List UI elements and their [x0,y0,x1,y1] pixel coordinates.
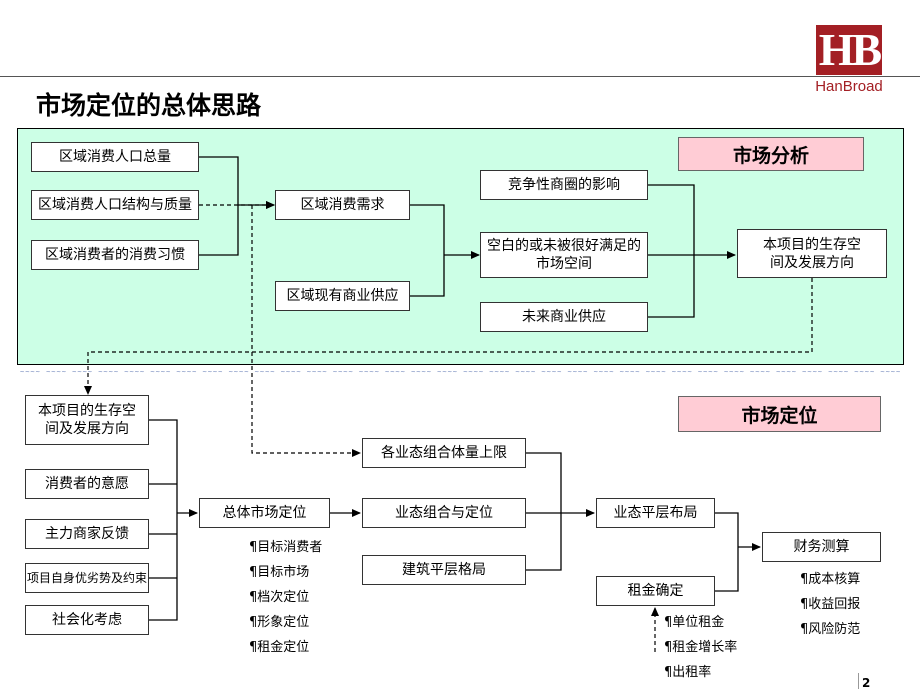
market-analysis-label: 市场分析 [678,137,864,171]
list-item: ¶风险防范 [800,622,861,637]
box-project-advantages: 项目自身优劣势及约束 [25,563,149,593]
list-item: ¶出租率 [664,665,712,680]
box-floor-layout: 业态平层布局 [596,498,715,528]
box-format-mix: 业态组合与定位 [362,498,526,528]
market-positioning-label: 市场定位 [678,396,881,432]
box-future-supply: 未来商业供应 [480,302,648,332]
list-item: ¶目标市场 [249,565,310,580]
list-item: ¶租金增长率 [664,640,738,655]
list-item: ¶租金定位 [249,640,310,655]
box-finance: 财务测算 [762,532,881,562]
list-item: ¶收益回报 [800,597,861,612]
page-title: 市场定位的总体思路 [36,91,262,120]
overall-items: ¶目标消费者 ¶目标市场 ¶档次定位 ¶形象定位 ¶租金定位 [249,535,322,660]
box-pop-structure: 区域消费人口结构与质量 [31,190,199,220]
box-format-volume: 各业态组合体量上限 [362,438,526,468]
list-item: ¶形象定位 [249,615,310,630]
box-social: 社会化考虑 [25,605,149,635]
box-market-gap: 空白的或未被很好满足的市场空间 [480,232,648,278]
header-rule [0,76,920,77]
section-divider: ~~~~ ~~~~ ~~~~ ~~~~ ~~~~ ~~~~ ~~~~ ~~~~ … [20,368,900,376]
box-floor-plan: 建筑平层格局 [362,555,526,585]
box-project-space: 本项目的生存空间及发展方向 [737,229,887,278]
logo-wordmark: HanBroad [815,78,883,95]
rent-items: ¶单位租金 ¶租金增长率 ¶出租率 [664,610,737,685]
box-consumer-will: 消费者的意愿 [25,469,149,499]
page-number-divider [858,673,859,689]
list-item: ¶档次定位 [249,590,310,605]
box-consumer-demand: 区域消费需求 [275,190,410,220]
box-project-space-2: 本项目的生存空间及发展方向 [25,395,149,445]
box-consumer-habits: 区域消费者的消费习惯 [31,240,199,270]
list-item: ¶单位租金 [664,615,725,630]
list-item: ¶目标消费者 [249,540,323,555]
finance-items: ¶成本核算 ¶收益回报 ¶风险防范 [800,567,860,642]
box-existing-supply: 区域现有商业供应 [275,281,410,311]
box-competition: 竞争性商圈的影响 [480,170,648,200]
hanbroad-logo: HB [816,25,882,75]
box-pop-total: 区域消费人口总量 [31,142,199,172]
box-rent: 租金确定 [596,576,715,606]
list-item: ¶成本核算 [800,572,861,587]
page-number: 2 [862,676,871,690]
box-overall-positioning: 总体市场定位 [199,498,330,528]
box-tenant-feedback: 主力商家反馈 [25,519,149,549]
